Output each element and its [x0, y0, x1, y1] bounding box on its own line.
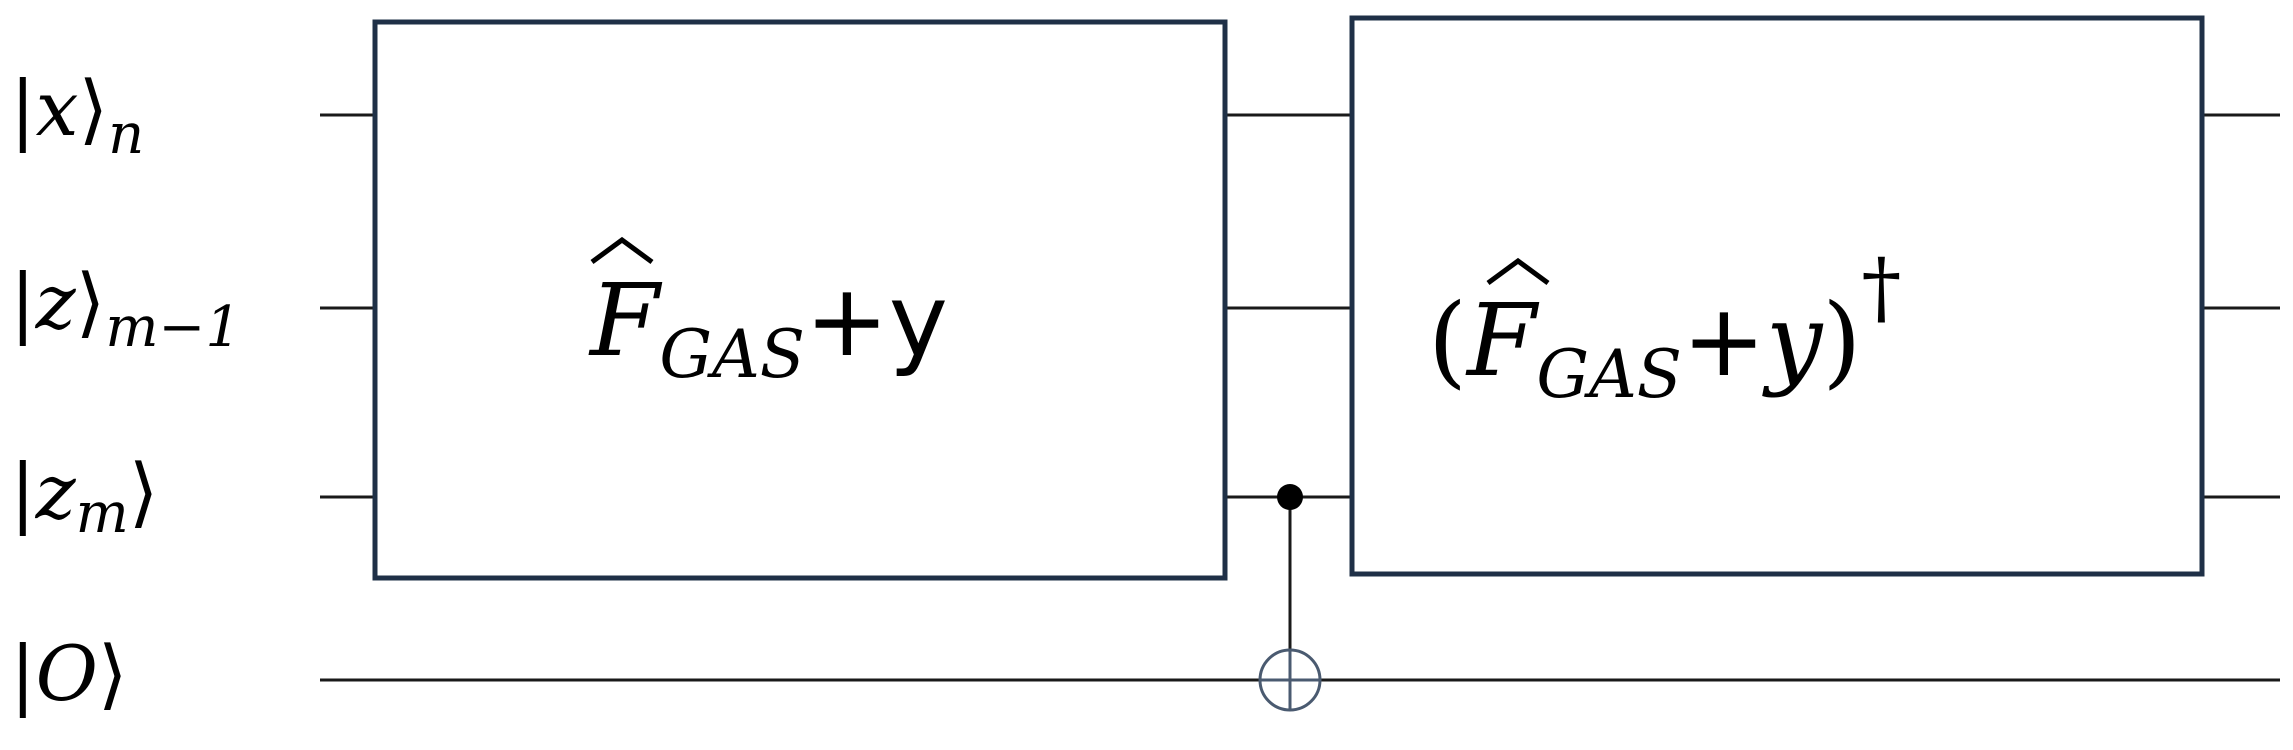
ket-symbol: z — [35, 447, 77, 536]
term: y — [1762, 282, 1824, 399]
ket-subscript: m — [76, 481, 129, 546]
ket-bar: | — [10, 257, 36, 346]
cnot-gate — [1258, 484, 1322, 712]
ket-symbol: z — [35, 257, 77, 346]
operator-subscript: GAS — [659, 316, 805, 393]
gate-label: FGAS+y — [588, 262, 948, 393]
close-paren: ) — [1822, 282, 1861, 399]
cnot-control-dot — [1277, 484, 1303, 510]
hat-accent — [590, 236, 654, 265]
gate-box — [1349, 15, 2205, 577]
plus-sign: + — [805, 262, 889, 379]
operator-symbol: F — [1465, 282, 1540, 399]
gate-f-gas-plus-y-dagger: (FGAS+y)† — [1349, 15, 2205, 577]
ket-angle: ⟩ — [78, 64, 108, 153]
ket-bar: | — [10, 64, 36, 153]
open-paren: ( — [1428, 282, 1467, 399]
svg-text:|z⟩m−1: |z⟩m−1 — [10, 257, 241, 360]
svg-text:|O⟩: |O⟩ — [10, 629, 128, 718]
plus-sign: + — [1682, 282, 1766, 399]
operator-subscript: GAS — [1536, 336, 1682, 413]
operator-symbol: F — [588, 262, 663, 379]
qubit-label-x: |x⟩n — [10, 64, 144, 167]
ket-bar: | — [10, 629, 36, 718]
svg-text:|zm⟩: |zm⟩ — [10, 447, 158, 546]
hat-accent — [1486, 257, 1550, 286]
qubit-label-o: |O⟩ — [10, 629, 128, 718]
qubit-labels: |x⟩n |z⟩m−1 |zm⟩ |O⟩ — [10, 64, 241, 718]
dagger-symbol: † — [1861, 241, 1901, 334]
ket-angle: ⟩ — [129, 447, 159, 536]
ket-angle: ⟩ — [98, 629, 128, 718]
gate-box — [372, 19, 1228, 581]
ket-symbol: x — [36, 64, 79, 153]
svg-text:|x⟩n: |x⟩n — [10, 64, 144, 167]
term: y — [889, 262, 948, 379]
ket-angle: ⟩ — [76, 257, 106, 346]
gate-f-gas-plus-y: FGAS+y — [372, 19, 1228, 581]
ket-subscript: n — [108, 102, 144, 167]
qubit-label-z-m-minus-1: |z⟩m−1 — [10, 257, 241, 360]
ket-bar: | — [10, 447, 36, 536]
ket-subscript: m−1 — [105, 295, 241, 360]
qubit-label-z-m: |zm⟩ — [10, 447, 158, 546]
gate-label: (FGAS+y)† — [1428, 241, 1901, 413]
ket-symbol: O — [36, 629, 98, 718]
